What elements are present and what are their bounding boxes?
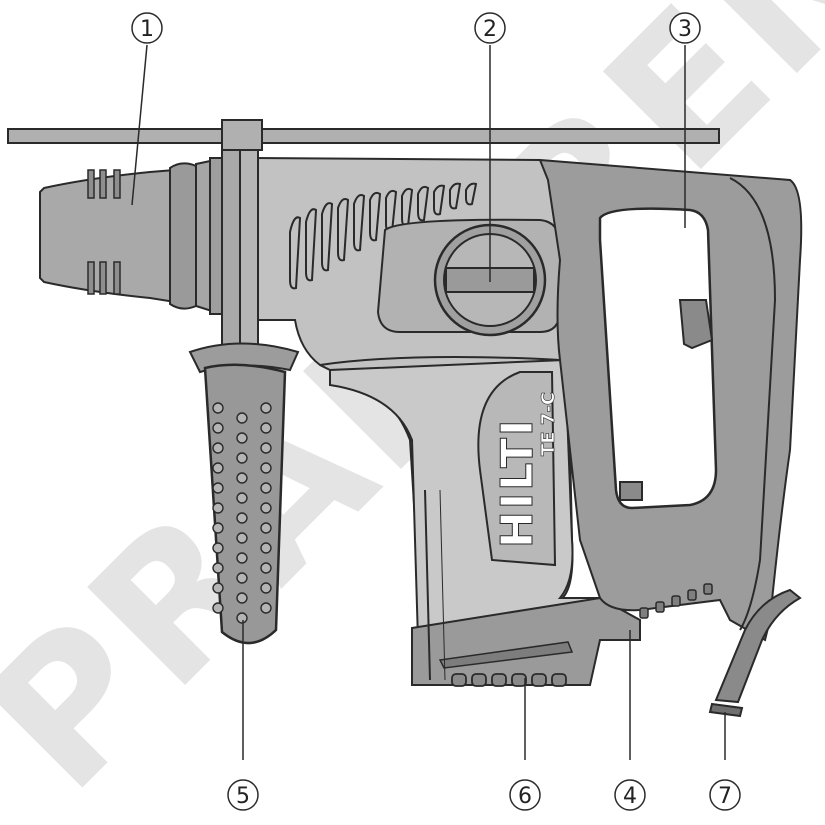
grip-dot bbox=[212, 602, 224, 614]
grip-dot bbox=[236, 612, 248, 624]
callout-label-3: 3 bbox=[678, 17, 692, 42]
grip-dot bbox=[260, 402, 272, 414]
leader-line-1 bbox=[131, 44, 148, 206]
grip-dot bbox=[236, 452, 248, 464]
leader-lines bbox=[131, 44, 726, 760]
grip-dot bbox=[212, 462, 224, 474]
callout-2: 2 bbox=[474, 12, 506, 44]
grip-dot bbox=[236, 532, 248, 544]
grip-dot bbox=[260, 542, 272, 554]
grip-dot bbox=[236, 592, 248, 604]
grip-dot bbox=[212, 502, 224, 514]
grip-dot bbox=[260, 562, 272, 574]
callout-label-5: 5 bbox=[236, 784, 250, 809]
grip-dot bbox=[260, 482, 272, 494]
grip-dot bbox=[260, 522, 272, 534]
brand-logo: HILTI TE 7-C bbox=[492, 392, 560, 549]
grip-dot bbox=[260, 602, 272, 614]
grip-dot bbox=[212, 402, 224, 414]
grip-dot bbox=[236, 512, 248, 524]
function-selector bbox=[376, 218, 561, 337]
grip-dot bbox=[212, 482, 224, 494]
callouts: 1 2 3 4 5 6 7 bbox=[131, 12, 741, 811]
callout-label-2: 2 bbox=[483, 17, 497, 42]
grip-dot bbox=[236, 492, 248, 504]
side-handle-grip-dots bbox=[212, 402, 272, 624]
power-cord bbox=[708, 588, 802, 718]
grip-dot bbox=[236, 472, 248, 484]
depth-gauge-bar bbox=[7, 128, 720, 144]
callout-label-4: 4 bbox=[623, 784, 637, 809]
grip-dot bbox=[236, 552, 248, 564]
callout-7: 7 bbox=[709, 779, 741, 811]
main-handle bbox=[538, 158, 803, 642]
callout-label-7: 7 bbox=[718, 784, 732, 809]
grip-dot bbox=[212, 582, 224, 594]
callout-6: 6 bbox=[509, 779, 541, 811]
grip-dot bbox=[212, 422, 224, 434]
callout-3: 3 bbox=[669, 12, 701, 44]
chuck bbox=[39, 157, 225, 315]
grip-dot bbox=[260, 442, 272, 454]
callout-label-1: 1 bbox=[140, 17, 154, 42]
grip-dot bbox=[260, 582, 272, 594]
callout-1: 1 bbox=[131, 12, 163, 44]
callout-4: 4 bbox=[614, 779, 646, 811]
grip-dot bbox=[260, 462, 272, 474]
grip-dot bbox=[212, 562, 224, 574]
grip-dot bbox=[260, 502, 272, 514]
logo-text: HILTI bbox=[492, 418, 543, 548]
model-label: TE 7-C bbox=[538, 392, 559, 456]
grip-dot bbox=[260, 422, 272, 434]
grip-dot bbox=[212, 542, 224, 554]
vent-slots bbox=[289, 182, 478, 290]
grip-dot bbox=[236, 412, 248, 424]
grip-dot bbox=[236, 432, 248, 444]
grip-dot bbox=[236, 572, 248, 584]
grip-dot bbox=[212, 522, 224, 534]
callout-label-6: 6 bbox=[518, 784, 532, 809]
grip-dot bbox=[212, 442, 224, 454]
callout-5: 5 bbox=[227, 779, 259, 811]
